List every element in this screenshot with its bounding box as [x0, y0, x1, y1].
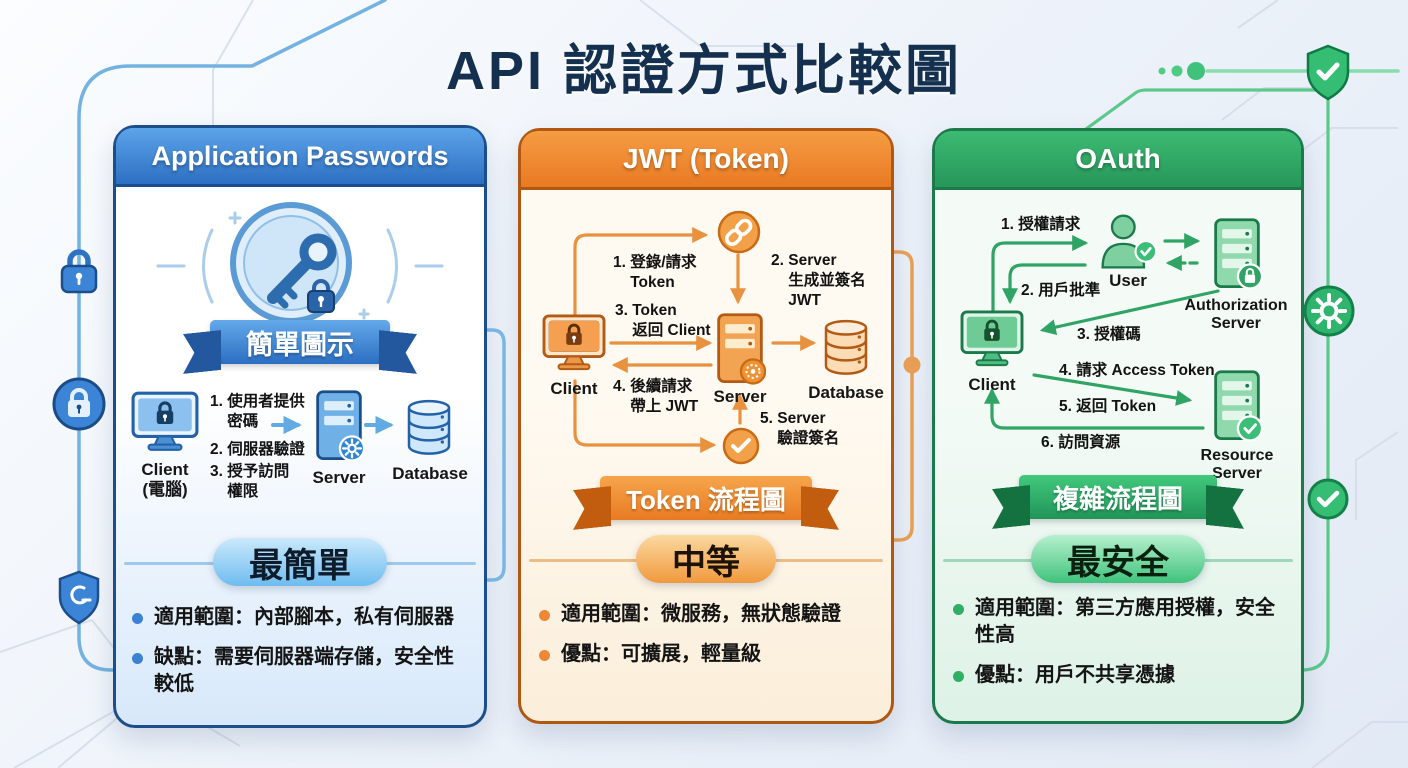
- database-label: Database: [392, 464, 468, 483]
- client-label: Client(電腦): [126, 460, 204, 499]
- bullet-text: 缺點：需要伺服器端存儲，安全性較低: [154, 645, 454, 695]
- database-icon: [824, 319, 868, 375]
- bullet-list: 適用範圍：內部腳本，私有伺服器 缺點：需要伺服器端存儲，安全性較低: [132, 604, 470, 697]
- bullet-advantage: 優點：用戶不共享憑據: [953, 662, 1287, 689]
- step-4: 4. 後續請求 帶上 JWT: [613, 378, 699, 416]
- step-3: 3. 授予訪問 權限: [210, 463, 290, 501]
- circle-lock-icon: [52, 377, 106, 431]
- step-5: 5. 返回 Token: [1059, 398, 1157, 415]
- step-2: 2. Server 生成並簽名 JWT: [771, 252, 866, 310]
- step-6: 6. 訪問資源: [1041, 434, 1121, 451]
- bullet-scope: 適用範圍：內部腳本，私有伺服器: [132, 604, 470, 631]
- bullet-dot: [953, 670, 964, 682]
- user-label: User: [1109, 271, 1147, 290]
- authorization-server-label: Authorization Server: [1184, 297, 1288, 333]
- panel-jwt-title: JWT (Token): [521, 131, 891, 190]
- bullet-text: 優點：可擴展，輕量級: [561, 642, 761, 665]
- bullet-text: 適用範圍：內部腳本，私有伺服器: [154, 606, 454, 628]
- check-circle-icon: [1307, 478, 1349, 520]
- bullet-dot: [132, 613, 143, 624]
- bullet-dot: [132, 652, 143, 664]
- client-label-text: Client: [141, 460, 189, 479]
- client-label: Client: [550, 379, 598, 398]
- bullet-text: 優點：用戶不共享憑據: [975, 663, 1175, 686]
- panel-jwt: JWT (Token): [518, 128, 894, 724]
- client-label: Client: [968, 375, 1016, 394]
- step-1: 1. 登錄/請求 Token: [613, 254, 697, 292]
- resource-server-icon: [1214, 370, 1263, 442]
- shield-key-icon: [58, 570, 100, 625]
- step-1: 1. 使用者提供 密碼: [210, 393, 305, 431]
- panel-oauth: OAuth 1. 授權請求 2. 用戶批準 3. 授權碼 4. 請求 Acces…: [932, 128, 1304, 724]
- step-1: 1. 授權請求: [1001, 216, 1081, 233]
- page-title: API 認證方式比較圖: [445, 41, 963, 101]
- bullet-scope: 適用範圍：微服務，無狀態驗證: [539, 601, 877, 628]
- bullet-list: 適用範圍：第三方應用授權，安全性高 優點：用戶不共享憑據: [953, 595, 1287, 688]
- step-3: 3. Token 返回 Client: [615, 302, 711, 340]
- database-label: Database: [808, 383, 884, 402]
- bullet-text: 適用範圍：第三方應用授權，安全性高: [975, 597, 1275, 646]
- resource-server-label: Resource Server: [1200, 447, 1274, 483]
- step-5: 5. Server 驗證簽名: [760, 410, 840, 448]
- step-3: 3. 授權碼: [1077, 326, 1141, 343]
- authorization-server-icon: [1214, 218, 1263, 290]
- bullet-scope: 適用範圍：第三方應用授權，安全性高: [953, 595, 1287, 649]
- client-monitor-icon: [542, 314, 606, 371]
- user-icon: [1101, 214, 1158, 269]
- shield-check-icon: [1306, 44, 1350, 101]
- client-monitor-icon: [131, 391, 199, 451]
- step-2: 2. 伺服器驗證: [210, 441, 305, 458]
- panel-oauth-title: OAuth: [935, 131, 1301, 190]
- step-2: 2. 用戶批準: [1021, 282, 1101, 299]
- database-icon: [407, 399, 451, 455]
- bullet-dot: [539, 649, 550, 661]
- bullet-dot: [539, 610, 550, 621]
- server-label: Server: [713, 387, 767, 406]
- gear-icon: [1303, 285, 1355, 337]
- badge-medium: 中等: [636, 535, 776, 583]
- padlock-icon: [60, 249, 98, 294]
- banner-token-flow: Token 流程圖: [600, 476, 812, 520]
- check-circle-icon: [722, 427, 760, 465]
- server-icon: [316, 390, 365, 462]
- badge-most-secure: 最安全: [1031, 535, 1205, 583]
- bullet-dot: [953, 604, 964, 615]
- badge-simplest: 最簡單: [213, 538, 387, 586]
- client-sub-label: (電腦): [142, 479, 188, 499]
- server-label: Server: [312, 468, 366, 487]
- bullet-advantage: 優點：可擴展，輕量級: [539, 641, 877, 668]
- chain-link-icon: [717, 210, 761, 254]
- bullet-list: 適用範圍：微服務，無狀態驗證 優點：可擴展，輕量級: [539, 601, 877, 668]
- banner-simple-diagram: 簡單圖示: [210, 320, 390, 364]
- panel-application-passwords-title: Application Passwords: [116, 128, 484, 187]
- bullet-drawback: 缺點：需要伺服器端存儲，安全性較低: [132, 644, 470, 698]
- banner-complex-flow: 複雜流程圖: [1019, 475, 1217, 519]
- client-monitor-icon: [960, 310, 1024, 367]
- step-4: 4. 請求 Access Token: [1059, 362, 1215, 379]
- bullet-text: 適用範圍：微服務，無狀態驗證: [561, 603, 841, 625]
- server-icon: [717, 313, 766, 385]
- panel-application-passwords: Application Passwords 簡單圖示: [113, 125, 487, 728]
